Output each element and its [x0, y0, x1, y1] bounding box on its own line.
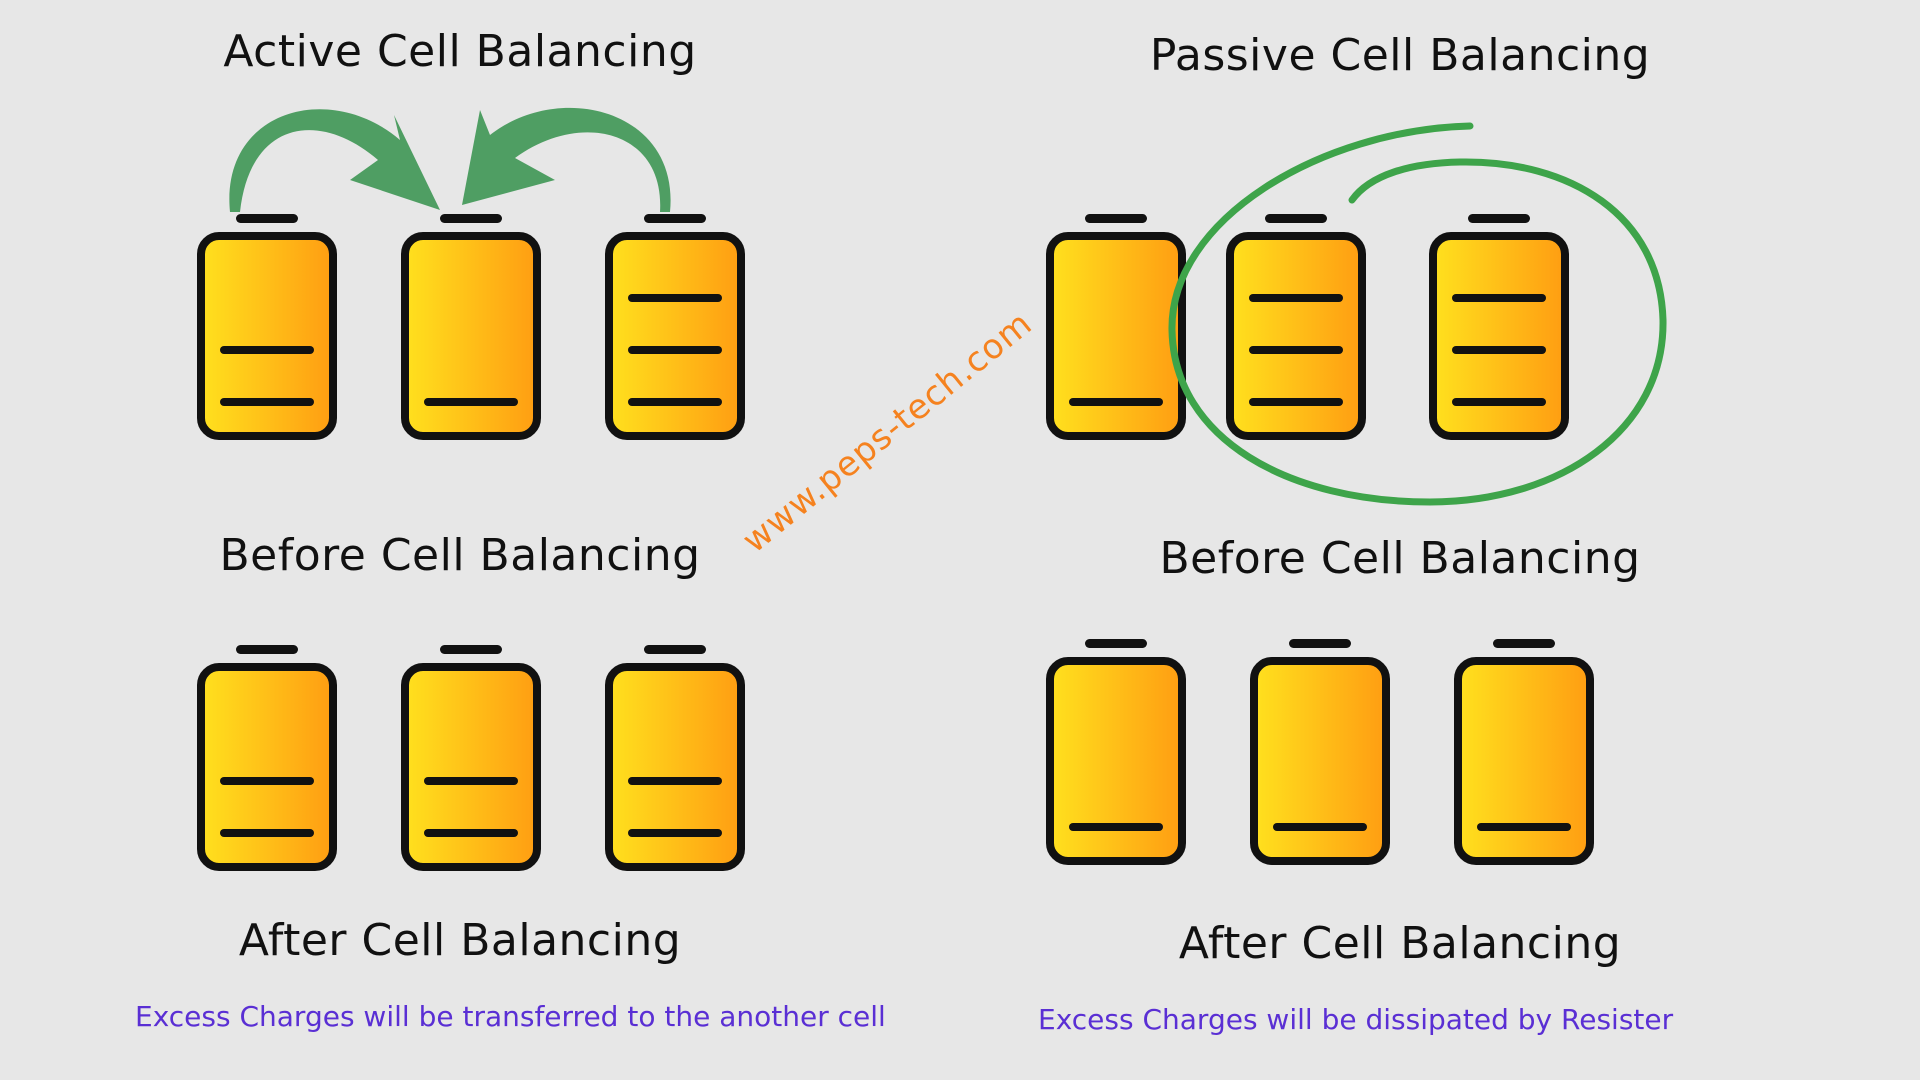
passive-balancing-panel: Passive Cell Balancing Before Cell Balan… — [880, 0, 1920, 1080]
active-after-cell-1 — [196, 643, 338, 873]
battery-body — [605, 663, 745, 871]
active-after-caption: After Cell Balancing — [238, 915, 682, 966]
active-before-cell-3 — [604, 212, 746, 442]
passive-title: Passive Cell Balancing — [1149, 30, 1651, 81]
battery-terminal — [1085, 214, 1147, 223]
battery-body — [1454, 657, 1594, 865]
battery-terminal — [644, 214, 706, 223]
battery-terminal — [644, 645, 706, 654]
battery-terminal — [1265, 214, 1327, 223]
battery-terminal — [236, 645, 298, 654]
battery-body — [401, 232, 541, 440]
battery-body — [605, 232, 745, 440]
active-balancing-panel: Active Cell Balancing Before Cell Balanc… — [0, 0, 920, 1080]
battery-body — [197, 663, 337, 871]
active-before-cell-1 — [196, 212, 338, 442]
battery-body — [1250, 657, 1390, 865]
battery-terminal — [236, 214, 298, 223]
active-after-cell-2 — [400, 643, 542, 873]
battery-terminal — [1468, 214, 1530, 223]
passive-after-cell-3 — [1453, 637, 1595, 867]
battery-terminal — [440, 214, 502, 223]
passive-before-cell-1 — [1045, 212, 1187, 442]
battery-body — [197, 232, 337, 440]
battery-terminal — [440, 645, 502, 654]
active-before-cell-2 — [400, 212, 542, 442]
passive-before-cell-3 — [1428, 212, 1570, 442]
passive-before-caption: Before Cell Balancing — [1159, 533, 1641, 584]
active-title: Active Cell Balancing — [223, 26, 697, 77]
active-before-caption: Before Cell Balancing — [219, 530, 701, 581]
passive-after-caption: After Cell Balancing — [1178, 918, 1622, 969]
passive-note: Excess Charges will be dissipated by Res… — [1038, 1003, 1674, 1036]
active-note: Excess Charges will be transferred to th… — [135, 1000, 886, 1033]
passive-after-cell-1 — [1045, 637, 1187, 867]
passive-before-cell-2 — [1225, 212, 1367, 442]
active-after-cell-3 — [604, 643, 746, 873]
battery-body — [1046, 657, 1186, 865]
battery-terminal — [1085, 639, 1147, 648]
battery-body — [401, 663, 541, 871]
battery-terminal — [1289, 639, 1351, 648]
passive-after-cell-2 — [1249, 637, 1391, 867]
battery-terminal — [1493, 639, 1555, 648]
